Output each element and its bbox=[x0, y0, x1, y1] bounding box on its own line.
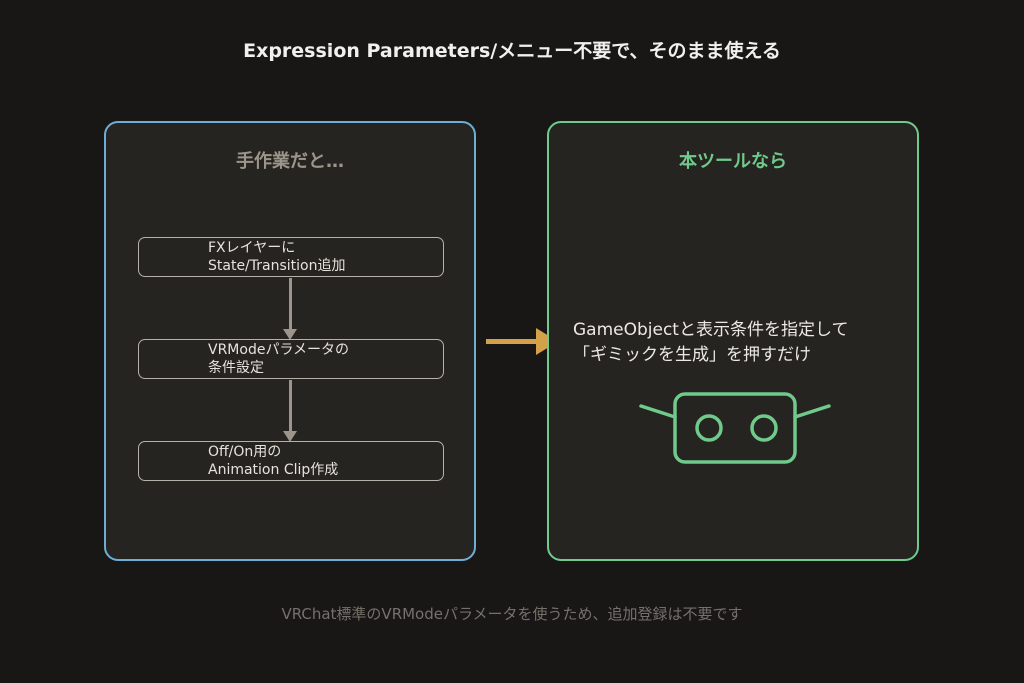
footer-note: VRChat標準のVRModeパラメータを使うため、追加登録は不要です bbox=[281, 605, 743, 623]
step-connector-arrowhead-1 bbox=[283, 329, 297, 340]
manual-workflow-panel: 手作業だと… FXレイヤーに State/Transition追加 VRMode… bbox=[104, 121, 476, 561]
step-set-conditions-line1: VRModeパラメータの bbox=[208, 342, 350, 358]
page-title: Expression Parameters/メニュー不要で、そのまま使える bbox=[243, 40, 781, 62]
tool-description-line2: 「ギミックを生成」を押すだけ bbox=[573, 345, 811, 365]
tool-description: GameObjectと表示条件を指定して 「ギミックを生成」を押すだけ bbox=[573, 318, 903, 368]
step-connector-arrowhead-2 bbox=[283, 431, 297, 442]
manual-workflow-heading: 手作業だと… bbox=[236, 151, 344, 172]
step-connector-2 bbox=[289, 380, 292, 431]
step-set-conditions: VRModeパラメータの 条件設定 bbox=[138, 339, 444, 379]
step-add-layer-line2: State/Transition追加 bbox=[208, 258, 346, 274]
tool-description-line1: GameObjectと表示条件を指定して bbox=[573, 320, 849, 340]
step-connector-1 bbox=[289, 278, 292, 329]
tool-workflow-heading: 本ツールなら bbox=[679, 151, 787, 172]
step-create-clips: Off/On用の Animation Clip作成 bbox=[138, 441, 444, 481]
step-add-layer-line1: FXレイヤーに bbox=[208, 240, 296, 256]
step-set-conditions-line2: 条件設定 bbox=[208, 360, 264, 376]
tool-workflow-panel: 本ツールなら GameObjectと表示条件を指定して 「ギミックを生成」を押す… bbox=[547, 121, 919, 561]
step-create-clips-line2: Animation Clip作成 bbox=[208, 462, 339, 478]
step-add-layer: FXレイヤーに State/Transition追加 bbox=[138, 237, 444, 277]
step-create-clips-line1: Off/On用の bbox=[208, 444, 282, 460]
robot-icon bbox=[639, 392, 831, 464]
